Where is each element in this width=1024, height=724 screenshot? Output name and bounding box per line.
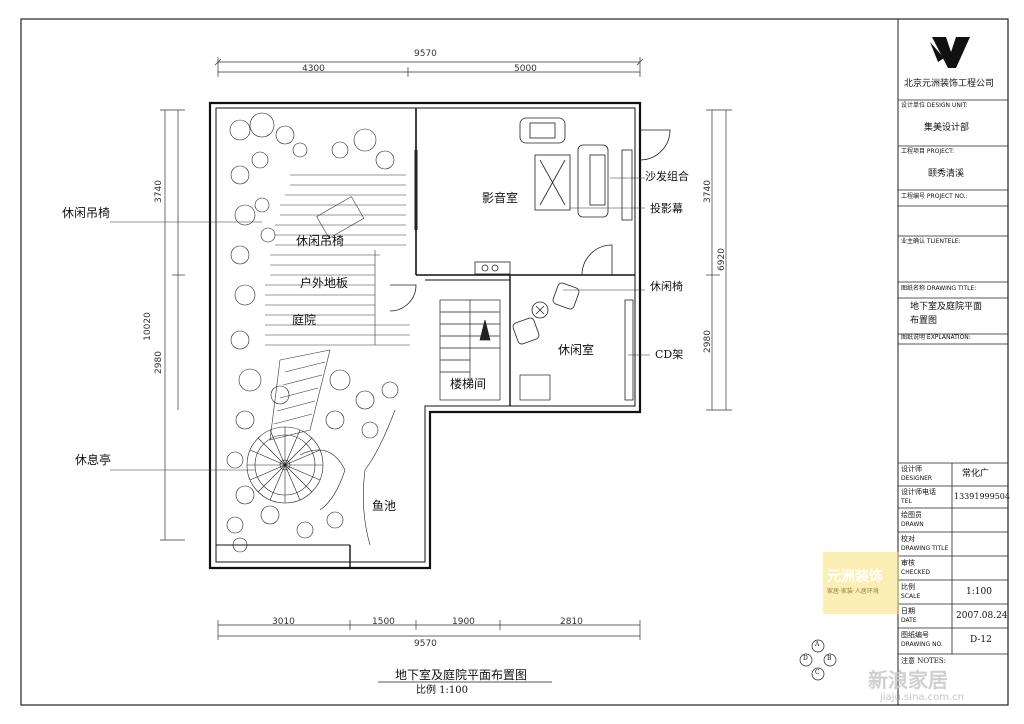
tb-project-label: 工程项目 PROJECT: (901, 148, 955, 155)
dim-right-total: 6920 (716, 248, 727, 271)
tb-design-unit-label: 设计单位 DESIGN UNIT: (901, 102, 968, 109)
company-logo-icon (930, 37, 970, 68)
callout-leisure-chair: 休闲椅 (650, 280, 683, 293)
tb-checked-label-en: CHECKED (901, 569, 931, 576)
tb-client-label: 业主确认 TLIENTELE: (901, 238, 961, 245)
staircase (439, 299, 551, 401)
section-markers (799, 639, 837, 681)
sina-watermark: 新浪家居 (868, 668, 948, 692)
tb-notes-label: 注意 NOTES: (901, 657, 947, 665)
tb-tel-value: 13391999504 (954, 492, 1010, 501)
garden-vegetation (226, 112, 399, 553)
dim-top-left: 4300 (302, 64, 325, 74)
tb-drawing-no-label-cn: 图纸编号 (901, 631, 929, 639)
company-name: 北京元洲装饰工程公司 (904, 79, 995, 89)
tb-drawing-no-value: D-12 (970, 635, 992, 645)
dim-right-lower: 2980 (702, 330, 713, 353)
dim-left-upper: 3740 (153, 180, 164, 203)
dim-left-lower: 2980 (153, 351, 164, 374)
tb-scale-label-cn: 比例 (901, 583, 915, 591)
tb-drawing-title-value-1: 地下室及庭院平面 (910, 302, 983, 312)
theater-furniture (414, 117, 633, 275)
sheet-border (20, 18, 1009, 706)
tb-tel-label-cn: 设计师电话 (901, 488, 936, 496)
dim-left-total: 10020 (142, 312, 153, 341)
tb-scale-label-en: SCALE (901, 593, 921, 600)
tb-project-value: 颐秀清溪 (928, 169, 965, 179)
drawing-scale: 比例 1:100 (416, 685, 468, 696)
drawing-title: 地下室及庭院平面布置图 (395, 668, 528, 682)
tb-drawn-label-cn: 绘图员 (901, 511, 922, 519)
dim-top-right: 5000 (514, 64, 537, 74)
tb-check-label-en: DRAWING TITLE (901, 545, 949, 552)
dim-bottom-total: 9570 (414, 639, 437, 649)
top-dimension-lines (214, 57, 644, 77)
bottom-dimension-lines (217, 620, 641, 640)
building-walls (208, 101, 642, 570)
dim-bottom-seg-3: 1900 (452, 617, 475, 627)
tb-design-unit-value: 集美设计部 (924, 123, 970, 133)
tb-designer-label-en: DESIGNER (901, 475, 933, 482)
room-label-hanging-chair: 休闲吊椅 (296, 234, 345, 248)
yuanzhou-watermark-sub: 家居·家装·人居环境 (827, 588, 879, 595)
right-dimension-lines (706, 109, 732, 411)
section-marker-d-icon: D (803, 655, 808, 662)
room-label-leisure: 休闲室 (558, 343, 595, 357)
callout-projection-screen: 投影幕 (650, 202, 683, 215)
dim-bottom-seg-1: 3010 (272, 617, 295, 627)
section-marker-a-icon: A (815, 641, 820, 648)
tb-date-label-en: DATE (901, 617, 917, 624)
tb-check-label-cn: 校对 (901, 535, 915, 543)
tb-drawing-title-label: 图纸名称 DRAWING TITLE: (901, 285, 977, 292)
room-label-stairs: 楼梯间 (450, 377, 487, 391)
door-swings (389, 129, 671, 312)
room-label-courtyard: 庭院 (292, 313, 317, 327)
tb-project-no-label: 工程编号 PROJECT NO.: (901, 193, 968, 200)
tb-scale-value: 1:100 (966, 587, 992, 597)
tb-date-value: 2007.08.24 (956, 611, 1008, 621)
room-label-outdoor-floor: 户外地板 (300, 276, 349, 290)
section-marker-b-icon: B (827, 655, 832, 662)
section-marker-c-icon: C (815, 669, 820, 676)
room-label-theater: 影音室 (482, 191, 519, 205)
tb-drawing-no-label-en: DRAWING NO. (901, 641, 943, 648)
tb-drawing-title-value-2: 布置图 (910, 316, 938, 326)
callout-pavilion: 休息亭 (75, 453, 112, 467)
sina-watermark-url: jiaju.sina.com.cn (880, 692, 964, 703)
tb-date-label-cn: 日期 (901, 607, 915, 615)
callout-sofa-set: 沙发组合 (645, 170, 689, 183)
left-dimension-lines (160, 109, 185, 541)
callout-hanging-chair: 休闲吊椅 (62, 206, 111, 220)
tb-designer-value: 常化广 (962, 469, 990, 479)
tb-designer-label-cn: 设计师 (901, 465, 922, 473)
outdoor-deck (265, 174, 410, 441)
dim-bottom-seg-4: 2810 (560, 617, 583, 627)
title-block-rules (898, 99, 1008, 655)
tb-drawn-label-en: DRAWN (901, 521, 924, 528)
yuanzhou-watermark: 元洲装饰 家居·家装·人居环境 (823, 552, 899, 614)
dim-bottom-seg-2: 1500 (372, 617, 395, 627)
tb-explanation-label: 图纸说明 EXPLANATION: (901, 334, 971, 341)
yuanzhou-watermark-text: 元洲装饰 (827, 569, 883, 585)
leisure-furniture (512, 282, 634, 401)
callout-leaders (110, 177, 650, 471)
callout-cd-rack: CD架 (655, 348, 684, 361)
pavilion (246, 426, 324, 504)
tb-tel-label-en: TEL (901, 498, 912, 505)
dim-top-total: 9570 (414, 49, 437, 59)
room-label-fish-pond: 鱼池 (372, 499, 397, 513)
dim-right-upper: 3740 (702, 180, 713, 203)
tb-checked-label-cn: 审核 (901, 559, 915, 567)
